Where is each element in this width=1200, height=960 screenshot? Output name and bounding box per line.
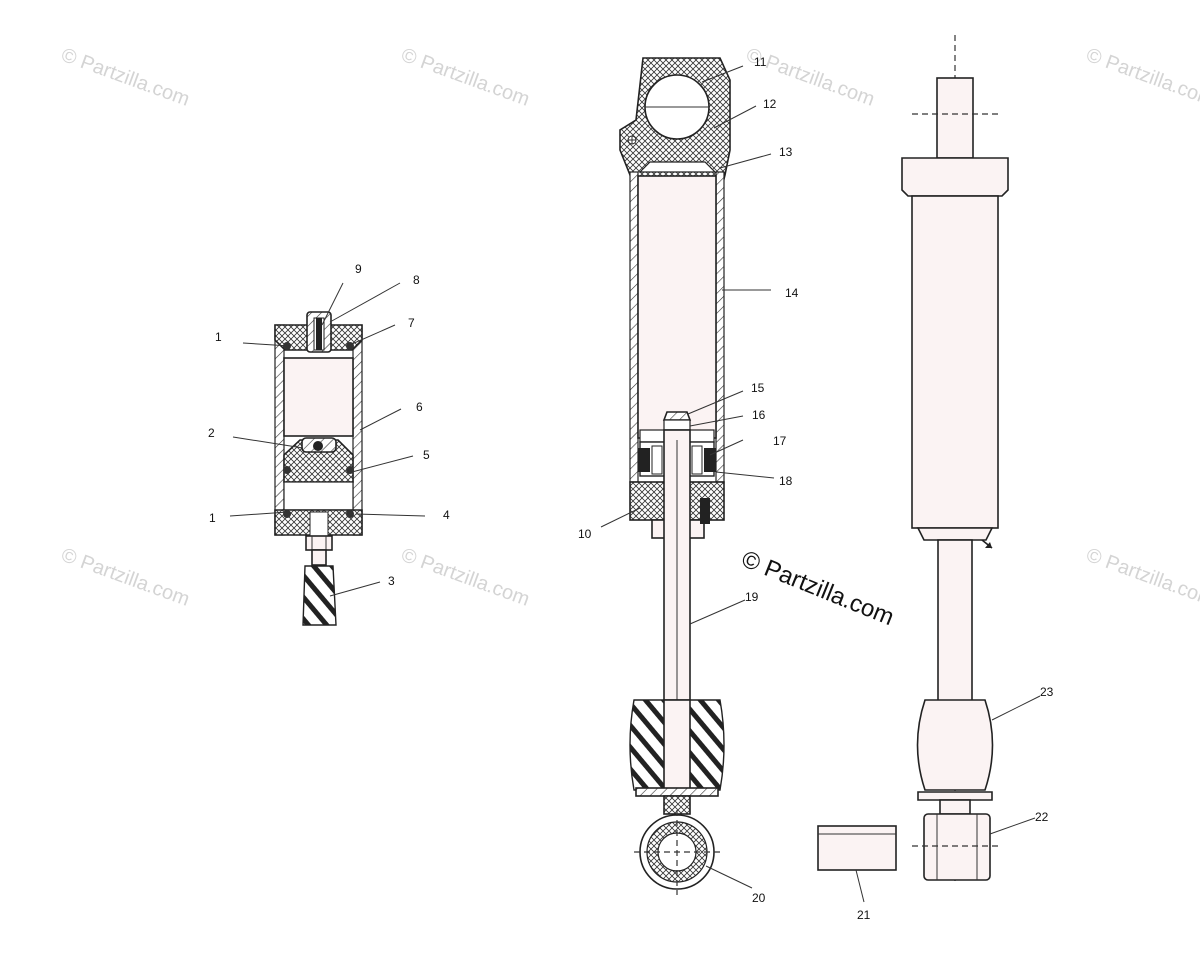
shock-top-cap xyxy=(901,157,1009,197)
o-ring xyxy=(346,466,354,474)
watermark-text: © Partzilla.com xyxy=(58,44,192,111)
eye-bushing-spacer xyxy=(817,825,897,871)
callout-10: 10 xyxy=(578,527,592,541)
shock-body-external xyxy=(911,195,999,529)
top-mount-stud xyxy=(936,77,974,159)
o-ring xyxy=(283,466,291,474)
shock-cutaway xyxy=(619,57,731,895)
callout-18: 18 xyxy=(779,474,793,488)
callout-1: 1 xyxy=(215,330,222,344)
piston-washer xyxy=(663,419,691,431)
oil-chamber xyxy=(283,481,354,511)
piston-plug-center xyxy=(313,441,323,451)
shock-shaft-external xyxy=(937,539,973,703)
o-ring xyxy=(283,510,291,518)
shock-seal-cap xyxy=(916,527,994,541)
shock-external xyxy=(817,35,1009,885)
watermark-text: © Partzilla.com xyxy=(398,44,532,111)
callout-19: 19 xyxy=(745,590,759,604)
shock-body-inner xyxy=(637,175,717,439)
hose-port xyxy=(309,511,329,537)
callout-labels: 1 2 1 3 4 5 6 7 8 9 10 11 12 13 14 15 16… xyxy=(208,55,1054,922)
bump-stop-cup xyxy=(635,787,719,797)
watermark-text: © Partzilla.com xyxy=(1083,544,1200,611)
leader-lines xyxy=(229,65,1041,903)
piston-port xyxy=(691,445,703,475)
piston-nut xyxy=(662,411,692,421)
callout-21: 21 xyxy=(857,908,871,922)
callout-12: 12 xyxy=(763,97,777,111)
bottom-eye-external xyxy=(923,813,991,881)
callout-22: 22 xyxy=(1035,810,1049,824)
callout-13: 13 xyxy=(779,145,793,159)
watermark-text: © Partzilla.com xyxy=(58,544,192,611)
piston-ring xyxy=(704,448,716,472)
seal-head-snap xyxy=(700,498,710,524)
callout-4: 4 xyxy=(443,508,450,522)
callout-17: 17 xyxy=(773,434,787,448)
shock-body-wall-right xyxy=(715,171,725,483)
hose-fitting-body xyxy=(311,549,327,566)
bump-stop-external xyxy=(916,699,994,791)
watermark-main: © Partzilla.com xyxy=(738,546,898,632)
callout-16: 16 xyxy=(752,408,766,422)
callout-2: 2 xyxy=(208,426,215,440)
callout-20: 20 xyxy=(752,891,766,905)
callout-3: 3 xyxy=(388,574,395,588)
o-ring xyxy=(346,510,354,518)
gas-chamber xyxy=(283,357,354,437)
callout-6: 6 xyxy=(416,400,423,414)
piston-ring xyxy=(638,448,650,472)
callout-8: 8 xyxy=(413,273,420,287)
callout-11: 11 xyxy=(754,55,767,69)
top-cap-seal xyxy=(638,161,717,173)
callout-15: 15 xyxy=(751,381,765,395)
reservoir-wall-left xyxy=(274,324,285,536)
shock-body-wall-left xyxy=(629,171,639,483)
callout-1: 1 xyxy=(209,511,216,525)
callout-7: 7 xyxy=(408,316,415,330)
eye-neck-external xyxy=(939,799,971,815)
watermark-text: © Partzilla.com xyxy=(1083,44,1200,111)
watermark-text: © Partzilla.com xyxy=(398,544,532,611)
reservoir-cutaway xyxy=(274,311,363,626)
bump-cup-external xyxy=(917,791,993,801)
callout-23: 23 xyxy=(1040,685,1054,699)
callout-5: 5 xyxy=(423,448,430,462)
valve-stem xyxy=(316,318,322,350)
reservoir-hose xyxy=(302,565,337,626)
callout-9: 9 xyxy=(355,262,362,276)
piston-port xyxy=(651,445,663,475)
shock-shaft-lower xyxy=(663,699,691,791)
callout-14: 14 xyxy=(785,286,799,300)
hose-fitting-nut xyxy=(305,535,333,551)
